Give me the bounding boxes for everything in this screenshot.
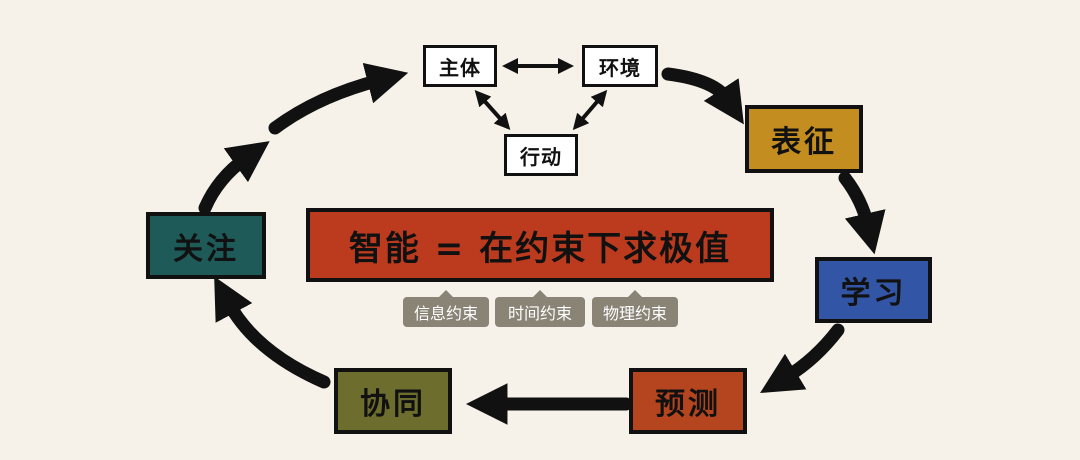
node-action: 行动 bbox=[504, 134, 578, 176]
constraint-tag-label: 物理约束 bbox=[602, 304, 667, 323]
node-learning-label: 学习 bbox=[840, 276, 907, 311]
node-prediction: 预测 bbox=[629, 368, 747, 434]
formula-text: 智能 = 在约束下求极值 bbox=[348, 228, 732, 269]
node-attention-label: 关注 bbox=[173, 231, 239, 267]
arrow-attention-to-subject bbox=[268, 62, 409, 135]
node-attention: 关注 bbox=[146, 212, 266, 279]
node-learning: 学习 bbox=[815, 257, 932, 323]
node-representation-label: 表征 bbox=[771, 125, 837, 160]
node-action-label: 行动 bbox=[520, 144, 562, 169]
formula-box: 智能 = 在约束下求极值 bbox=[306, 208, 774, 282]
constraint-tag-information: 信息约束 bbox=[403, 290, 489, 327]
arrow-learning-to-prediction bbox=[760, 323, 845, 393]
node-collaboration-label: 协同 bbox=[360, 387, 426, 422]
node-environment: 环境 bbox=[582, 45, 658, 87]
arrow-collaboration-to-attention bbox=[214, 276, 331, 389]
node-subject: 主体 bbox=[423, 45, 497, 87]
constraint-tag-label: 信息约束 bbox=[413, 304, 478, 323]
constraint-tag-label: 时间约束 bbox=[507, 304, 572, 323]
arrow-subject-action bbox=[474, 90, 511, 130]
node-environment-label: 环境 bbox=[599, 55, 641, 80]
arrow-representation-to-learning bbox=[838, 171, 886, 255]
arrow-attention-segment bbox=[198, 141, 270, 215]
node-subject-label: 主体 bbox=[439, 55, 481, 80]
node-collaboration: 协同 bbox=[334, 368, 452, 434]
arrow-environment-to-representation bbox=[661, 67, 744, 125]
node-representation: 表征 bbox=[745, 105, 863, 173]
node-prediction-label: 预测 bbox=[655, 387, 721, 422]
constraint-tag-time: 时间约束 bbox=[495, 290, 585, 327]
arrow-environment-action bbox=[572, 89, 608, 131]
constraint-tag-physical: 物理约束 bbox=[592, 290, 678, 327]
